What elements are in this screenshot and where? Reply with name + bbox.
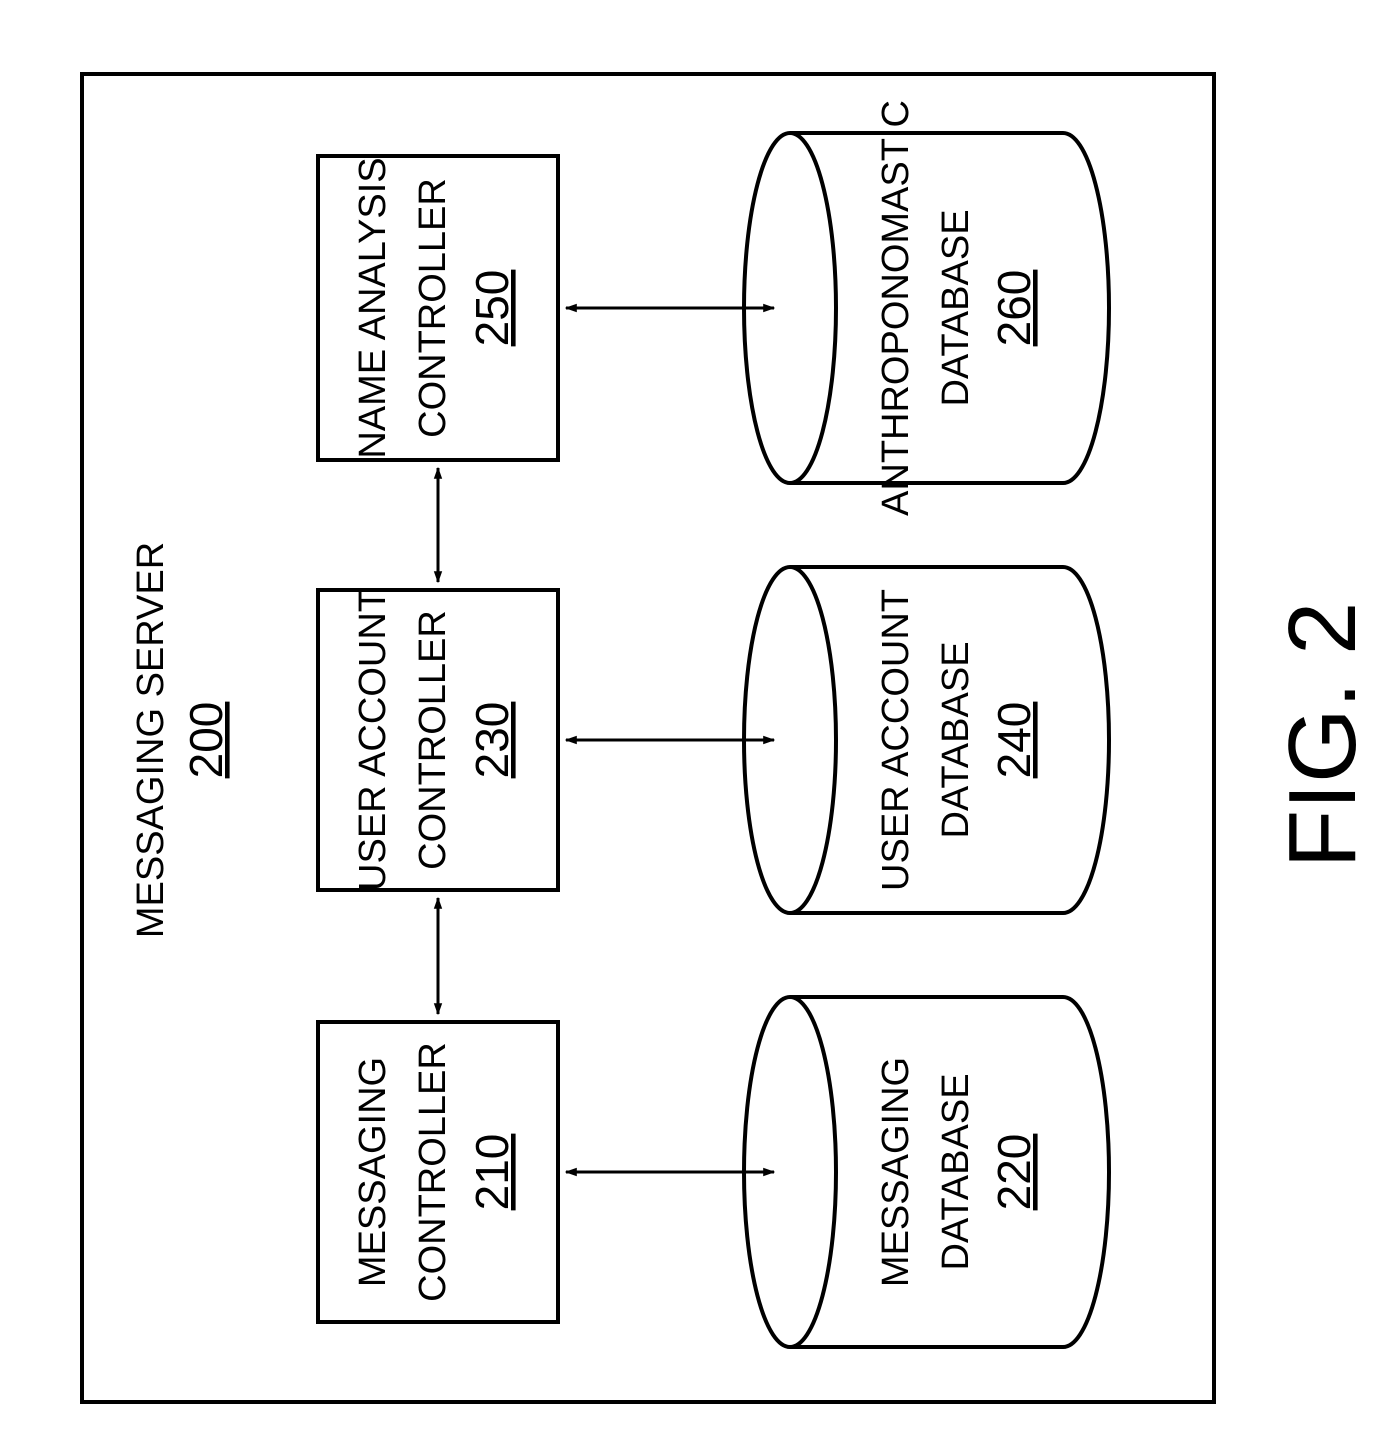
server-ref: 200 [180, 702, 232, 779]
name-analysis-controller-label-2: CONTROLLER [412, 178, 454, 438]
user-account-database-label-1: USER ACCOUNT [875, 589, 917, 891]
messaging-controller-label-1: MESSAGING [352, 1057, 394, 1287]
messaging-database-label-1: MESSAGING [875, 1057, 917, 1287]
messaging-controller-ref: 210 [466, 1134, 518, 1211]
figure-label: FIG. 2 [1269, 602, 1376, 869]
user-account-controller-label-2: CONTROLLER [412, 610, 454, 870]
anthroponomastic-database-label-2: DATABASE [935, 209, 977, 406]
messaging-controller-label-2: CONTROLLER [412, 1042, 454, 1302]
user-account-database-ref: 240 [988, 702, 1040, 779]
messaging-database-label-2: DATABASE [935, 1073, 977, 1270]
server-title: MESSAGING SERVER [130, 542, 172, 938]
messaging-database-cylinder [744, 997, 1109, 1347]
user-account-database-label-2: DATABASE [935, 641, 977, 838]
name-analysis-controller-label-1: NAME ANALYSIS [352, 157, 394, 458]
messaging-database-ref: 220 [988, 1134, 1040, 1211]
name-analysis-controller-ref: 250 [466, 270, 518, 347]
anthroponomastic-database-ref: 260 [988, 270, 1040, 347]
user-account-controller-label-1: USER ACCOUNT [352, 589, 394, 891]
anthroponomastic-database-cylinder [744, 133, 1109, 483]
user-account-controller-ref: 230 [466, 702, 518, 779]
user-account-database-cylinder [744, 567, 1109, 913]
anthroponomastic-database-label-1: ANTHROPONOMASTIC [875, 100, 917, 516]
